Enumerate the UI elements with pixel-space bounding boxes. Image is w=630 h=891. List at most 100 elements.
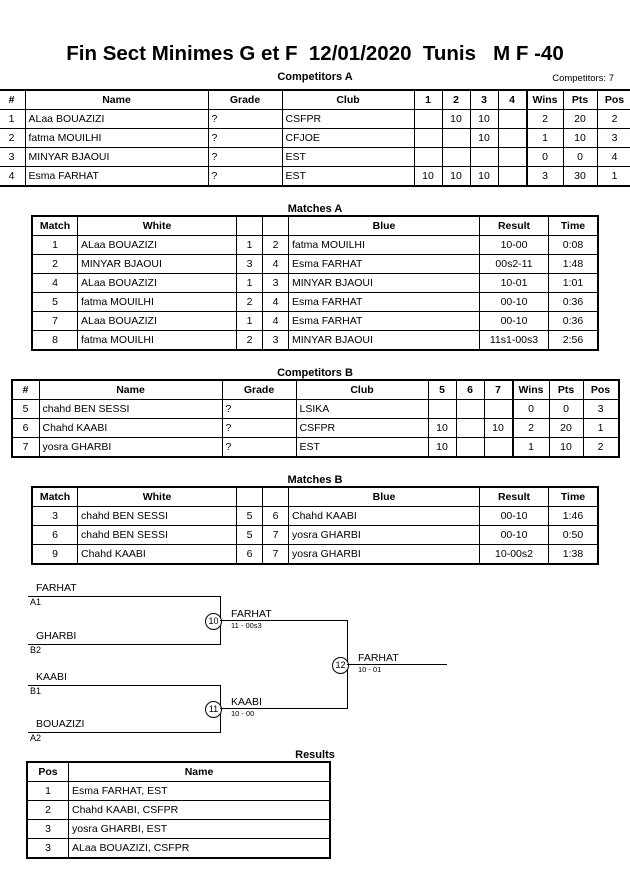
cell-score: 10 — [441, 166, 471, 187]
cell-time: 0:36 — [548, 311, 599, 331]
cell-white: Chahd KAABI — [77, 544, 237, 565]
table-header-row: Pos Name — [26, 761, 331, 782]
col-score-7: 7 — [483, 379, 513, 400]
cell-white: ALaa BOUAZIZI — [77, 235, 237, 255]
cell-score: 10 — [469, 128, 499, 148]
cell-wins: 3 — [525, 166, 564, 187]
bracket-line — [28, 644, 220, 645]
cell-blue: yosra GHARBI — [288, 525, 480, 545]
cell-score — [413, 147, 443, 167]
cell-score — [497, 109, 527, 129]
cell-score: 10 — [427, 418, 457, 438]
cell-score — [413, 128, 443, 148]
cell-score: 10 — [413, 166, 443, 187]
bracket-node-winner: FARHAT — [358, 652, 399, 664]
bracket-node-12: 12 — [332, 657, 349, 674]
cell-white: ALaa BOUAZIZI — [77, 311, 237, 331]
cell-club: EST — [295, 437, 429, 458]
cell-result: 10-00s2 — [479, 544, 549, 565]
cell-num: 6 — [11, 418, 40, 438]
cell-seed-blue: 7 — [262, 544, 289, 565]
cell-seed-white: 1 — [236, 235, 263, 255]
cell-seed-blue: 3 — [262, 273, 289, 293]
cell-pos: 1 — [26, 781, 69, 801]
bracket-line — [220, 708, 347, 709]
cell-score — [455, 418, 485, 438]
cell-name: Esma FARHAT, EST — [68, 781, 331, 801]
bracket-slot-name: BOUAZIZI — [36, 718, 85, 730]
cell-seed-white: 1 — [236, 273, 263, 293]
cell-score — [483, 399, 513, 419]
cell-blue: fatma MOUILHI — [288, 235, 480, 255]
col-score-5: 5 — [427, 379, 457, 400]
cell-result: 10-00 — [479, 235, 549, 255]
cell-pos: 1 — [582, 418, 619, 438]
cell-pos: 3 — [26, 819, 69, 839]
cell-club: CSFPR — [295, 418, 429, 438]
cell-name: ALaa BOUAZIZI, CSFPR — [68, 838, 331, 859]
col-score-4: 4 — [497, 89, 527, 110]
cell-wins: 2 — [525, 109, 564, 129]
cell-time: 0:36 — [548, 292, 599, 312]
table-header-row: Match White Blue Result Time — [31, 486, 599, 507]
col-seed-white — [236, 486, 263, 507]
cell-time: 1:38 — [548, 544, 599, 565]
cell-name: Esma FARHAT — [24, 166, 209, 187]
results-caption: Results — [295, 749, 335, 761]
cell-pos: 2 — [26, 800, 69, 820]
cell-score — [497, 128, 527, 148]
cell-pos: 3 — [596, 128, 630, 148]
cell-result: 00-10 — [479, 292, 549, 312]
col-blue: Blue — [288, 486, 480, 507]
cell-num: 7 — [11, 437, 40, 458]
col-name: Name — [68, 761, 331, 782]
col-wins: Wins — [511, 379, 550, 400]
cell-score — [497, 147, 527, 167]
cell-club: EST — [281, 147, 415, 167]
cell-score — [441, 128, 471, 148]
bracket-node-score: 11 - 00s3 — [231, 621, 262, 630]
cell-score — [441, 147, 471, 167]
bracket-node-score: 10 - 00 — [231, 709, 255, 718]
cell-result: 00s2-11 — [479, 254, 549, 274]
table-row: 4 Esma FARHAT ? EST 10 10 10 3 30 1 — [0, 166, 630, 187]
col-club: Club — [281, 89, 415, 110]
cell-seed-blue: 2 — [262, 235, 289, 255]
cell-match: 6 — [31, 525, 78, 545]
cell-seed-blue: 4 — [262, 292, 289, 312]
cell-grade: ? — [207, 128, 283, 148]
col-score-1: 1 — [413, 89, 443, 110]
cell-name: ALaa BOUAZIZI — [24, 109, 209, 129]
cell-blue: Esma FARHAT — [288, 254, 480, 274]
bracket-node-score: 10 - 01 — [358, 665, 382, 674]
cell-num: 3 — [0, 147, 26, 167]
cell-score — [455, 399, 485, 419]
col-grade: Grade — [207, 89, 283, 110]
bracket-line — [28, 685, 220, 686]
cell-seed-blue: 6 — [262, 506, 289, 526]
cell-pts: 0 — [562, 147, 598, 167]
col-num: # — [0, 89, 26, 110]
cell-name: MINYAR BJAOUI — [24, 147, 209, 167]
col-name: Name — [38, 379, 223, 400]
col-name: Name — [24, 89, 209, 110]
cell-score — [427, 399, 457, 419]
cell-seed-white: 6 — [236, 544, 263, 565]
cell-time: 1:46 — [548, 506, 599, 526]
col-blue: Blue — [288, 215, 480, 236]
cell-pos: 2 — [582, 437, 619, 458]
cell-score: 10 — [427, 437, 457, 458]
cell-pos: 1 — [596, 166, 630, 187]
cell-white: fatma MOUILHI — [77, 292, 237, 312]
